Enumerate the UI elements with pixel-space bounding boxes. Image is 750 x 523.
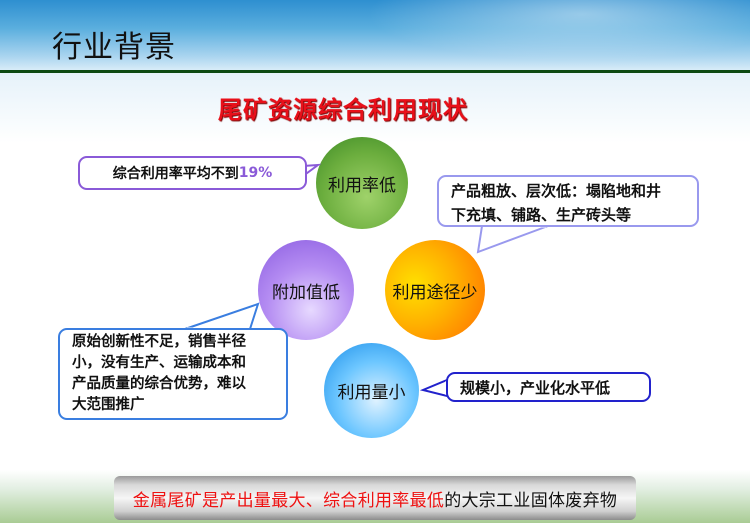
circle-few-utilization-paths: 利用途径少 <box>385 240 485 340</box>
header-divider <box>0 70 750 73</box>
circle-low-utilization-rate: 利用率低 <box>316 137 408 229</box>
callout-line: 产品质量的综合优势，难以 <box>72 376 246 392</box>
circle-low-added-value: 附加值低 <box>258 240 354 340</box>
callout-line: 小，没有生产、运输成本和 <box>72 355 246 371</box>
circle-label: 利用率低 <box>328 175 396 196</box>
circle-small-utilization-amount: 利用量小 <box>324 343 419 438</box>
callout-added-value: 原始创新性不足，销售半径 小，没有生产、运输成本和 产品质量的综合优势，难以 大… <box>58 328 288 420</box>
content-background <box>0 73 750 143</box>
circle-label: 附加值低 <box>272 282 340 303</box>
page-title: 行业背景 <box>52 30 176 65</box>
callout-line: 大范围推广 <box>72 397 145 413</box>
callout-line: 下充填、铺路、生产砖头等 <box>451 206 632 224</box>
summary-banner: 金属尾矿是产出量最大、综合利用率最低的大宗工业固体废弃物 <box>114 476 636 520</box>
slide-subtitle: 尾矿资源综合利用现状 <box>218 95 468 124</box>
callout-text: 规模小，产业化水平低 <box>460 378 611 397</box>
callout-line: 原始创新性不足，销售半径 <box>72 334 246 350</box>
circle-label: 利用量小 <box>337 383 406 403</box>
callout-text: 综合利用率平均不到 <box>112 166 239 182</box>
callout-line: 产品粗放、层次低：塌陷地和井 <box>451 182 662 200</box>
rate-value: 19% <box>238 165 273 181</box>
banner-rest: 的大宗工业固体废弃物 <box>444 490 618 511</box>
circle-label: 利用途径少 <box>392 282 478 303</box>
callout-utilization-paths: 产品粗放、层次低：塌陷地和井 下充填、铺路、生产砖头等 <box>437 175 699 227</box>
header-band <box>0 0 750 70</box>
banner-highlight: 金属尾矿是产出量最大、综合利用率最低 <box>132 490 445 511</box>
callout-utilization-amount: 规模小，产业化水平低 <box>446 372 651 402</box>
